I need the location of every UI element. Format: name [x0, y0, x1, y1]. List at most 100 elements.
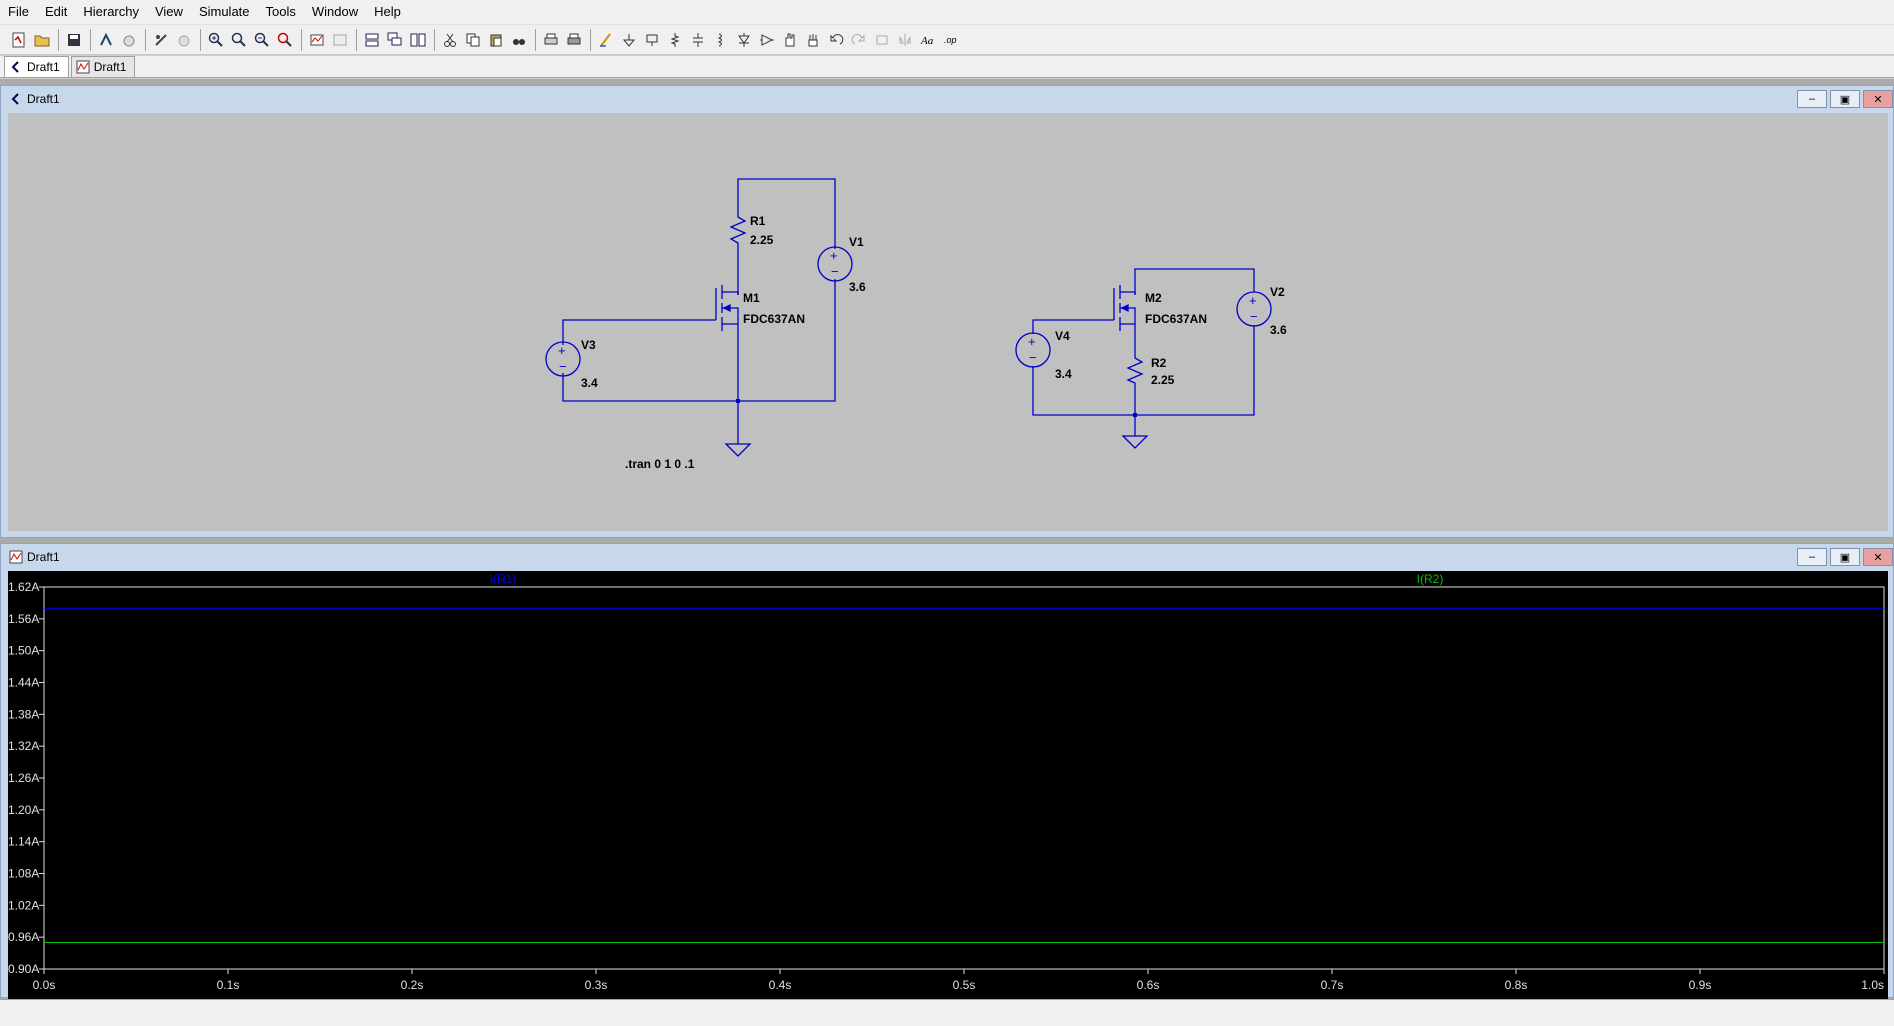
menu-file[interactable]: File [8, 4, 29, 19]
menu-hierarchy[interactable]: Hierarchy [83, 4, 139, 19]
waveform-window-titlebar[interactable]: Draft1 – ▣ ✕ [1, 544, 1893, 570]
control-panel-icon[interactable] [95, 29, 116, 51]
cursor-icon[interactable] [329, 29, 350, 51]
open-folder-icon[interactable] [31, 29, 52, 51]
label-net-icon[interactable] [641, 29, 662, 51]
capacitor-icon[interactable] [687, 29, 708, 51]
autorange-icon[interactable] [306, 29, 327, 51]
tab-schematic-draft1[interactable]: Draft1 [4, 56, 69, 77]
legend-i-r1[interactable]: I(R1) [490, 572, 517, 586]
menu-tools[interactable]: Tools [265, 4, 296, 19]
cut-icon[interactable] [439, 29, 460, 51]
legend-i-r2[interactable]: I(R2) [1417, 572, 1444, 586]
halt-hand-icon[interactable] [118, 29, 139, 51]
y-tick-label[interactable]: 0.96A [8, 930, 39, 944]
minimize-button[interactable]: – [1797, 548, 1827, 566]
y-tick-label[interactable]: 1.14A [8, 835, 39, 849]
y-tick-label[interactable]: 1.38A [8, 707, 39, 721]
spice-directive-icon[interactable]: .op [940, 29, 961, 51]
paste-icon[interactable] [485, 29, 506, 51]
y-tick-label[interactable]: 1.20A [8, 803, 39, 817]
m1-model[interactable]: FDC637AN [743, 312, 805, 326]
draw-wire-icon[interactable] [595, 29, 616, 51]
x-tick-label[interactable]: 1.0s [1861, 978, 1884, 992]
cascade-icon[interactable] [384, 29, 405, 51]
r1-name[interactable]: R1 [750, 214, 766, 228]
menu-edit[interactable]: Edit [44, 4, 68, 19]
y-tick-label[interactable]: 1.26A [8, 771, 39, 785]
r2-name[interactable]: R2 [1151, 356, 1167, 370]
close-button[interactable]: ✕ [1863, 90, 1893, 108]
y-tick-label[interactable]: 1.50A [8, 644, 39, 658]
x-tick-label[interactable]: 0.8s [1505, 978, 1528, 992]
component-icon[interactable] [756, 29, 777, 51]
y-tick-label[interactable]: 1.02A [8, 898, 39, 912]
schematic-window-titlebar[interactable]: Draft1 – ▣ ✕ [1, 86, 1893, 112]
tab-waveform-draft1[interactable]: Draft1 [70, 56, 136, 77]
ground-icon[interactable] [618, 29, 639, 51]
x-tick-label[interactable]: 0.4s [769, 978, 792, 992]
diode-icon[interactable] [733, 29, 754, 51]
x-tick-label[interactable]: 0.7s [1321, 978, 1344, 992]
print-setup-icon[interactable] [540, 29, 561, 51]
find-icon[interactable] [508, 29, 529, 51]
zoom-fit-icon[interactable] [274, 29, 295, 51]
zoom-in-icon[interactable] [205, 29, 226, 51]
v3-value[interactable]: 3.4 [581, 376, 598, 390]
y-tick-label[interactable]: 1.08A [8, 867, 39, 881]
zoom-out-icon[interactable] [251, 29, 272, 51]
save-icon[interactable] [63, 29, 84, 51]
menu-window[interactable]: Window [311, 4, 359, 19]
x-tick-label[interactable]: 0.5s [953, 978, 976, 992]
run-icon[interactable] [150, 29, 171, 51]
close-button[interactable]: ✕ [1863, 548, 1893, 566]
m1-name[interactable]: M1 [743, 291, 760, 305]
x-tick-label[interactable]: 0.9s [1689, 978, 1712, 992]
r1-value[interactable]: 2.25 [750, 233, 774, 247]
restore-button[interactable]: ▣ [1830, 90, 1860, 108]
pause-hand-icon[interactable] [173, 29, 194, 51]
v1-name[interactable]: V1 [849, 235, 864, 249]
v4-value[interactable]: 3.4 [1055, 367, 1072, 381]
tile-vertical-icon[interactable] [407, 29, 428, 51]
v3-name[interactable]: V3 [581, 338, 596, 352]
redo-icon[interactable] [848, 29, 869, 51]
move-hand-icon[interactable] [779, 29, 800, 51]
restore-button[interactable]: ▣ [1830, 548, 1860, 566]
copy-icon[interactable] [462, 29, 483, 51]
spice-directive[interactable]: .tran 0 1 0 .1 [625, 457, 695, 471]
rotate-icon[interactable] [871, 29, 892, 51]
r2-value[interactable]: 2.25 [1151, 373, 1175, 387]
m2-model[interactable]: FDC637AN [1145, 312, 1207, 326]
inductor-icon[interactable] [710, 29, 731, 51]
drag-hand-icon[interactable] [802, 29, 823, 51]
resistor-icon[interactable] [664, 29, 685, 51]
menu-help[interactable]: Help [374, 4, 401, 19]
x-tick-label[interactable]: 0.3s [585, 978, 608, 992]
tile-horizontal-icon[interactable] [361, 29, 382, 51]
zoom-pan-icon[interactable] [228, 29, 249, 51]
mirror-icon[interactable] [894, 29, 915, 51]
text-icon[interactable]: Aa [917, 29, 938, 51]
v1-value[interactable]: 3.6 [849, 280, 866, 294]
print-icon[interactable] [563, 29, 584, 51]
v2-value[interactable]: 3.6 [1270, 323, 1287, 337]
undo-icon[interactable] [825, 29, 846, 51]
y-tick-label[interactable]: 0.90A [8, 962, 39, 976]
y-tick-label[interactable]: 1.32A [8, 739, 39, 753]
v2-name[interactable]: V2 [1270, 285, 1285, 299]
y-tick-label[interactable]: 1.56A [8, 612, 39, 626]
x-tick-label[interactable]: 0.6s [1137, 978, 1160, 992]
menu-simulate[interactable]: Simulate [198, 4, 250, 19]
x-tick-label[interactable]: 0.2s [401, 978, 424, 992]
waveform-plot-area[interactable]: I(R1) I(R2) 1.62A 1.56A 1.50A 1.44A 1.38A 1.3… [8, 571, 1888, 999]
x-tick-label[interactable]: 0.0s [33, 978, 56, 992]
menu-view[interactable]: View [154, 4, 183, 19]
minimize-button[interactable]: – [1797, 90, 1827, 108]
x-tick-label[interactable]: 0.1s [217, 978, 240, 992]
y-tick-label[interactable]: 1.44A [8, 676, 39, 690]
y-tick-label[interactable]: 1.62A [8, 580, 39, 594]
new-schematic-icon[interactable] [8, 29, 29, 51]
v4-name[interactable]: V4 [1055, 329, 1070, 343]
schematic-canvas[interactable]: +− +− +− +− R1 2.25 V1 3.6 M1 FDC637AN V… [8, 113, 1888, 531]
